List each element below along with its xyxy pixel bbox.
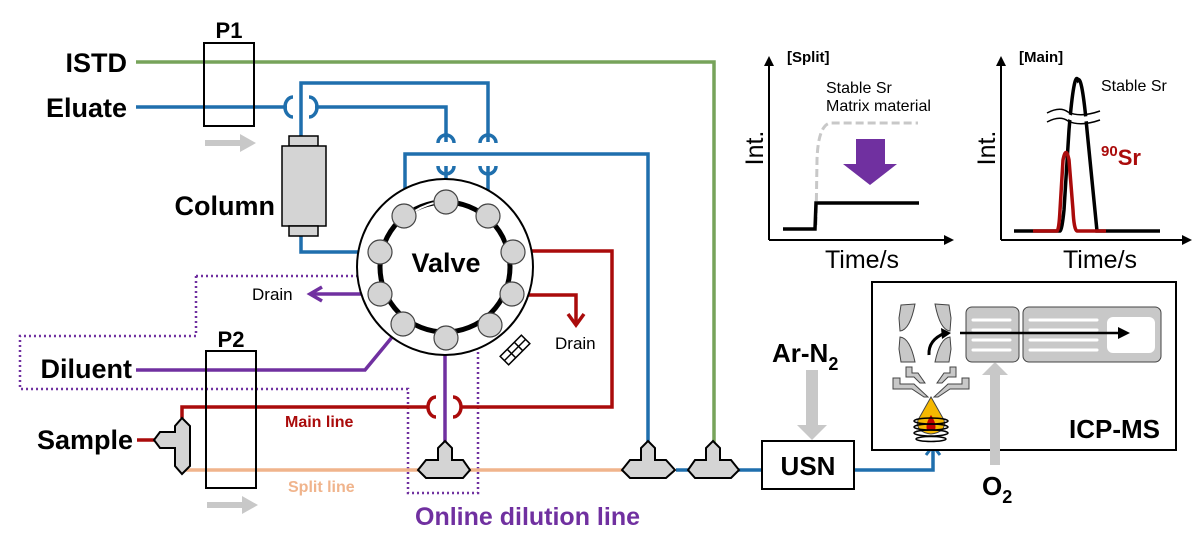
dilution-tee — [416, 439, 472, 479]
icpms-box[interactable]: ICP-MS — [871, 281, 1177, 451]
cones-icon — [892, 366, 970, 398]
valve[interactable]: Valve — [356, 178, 534, 366]
sample-label: Sample — [37, 425, 133, 455]
main-series-stable-sr — [1014, 76, 1160, 233]
istd-tee — [686, 439, 741, 479]
main-chart-title: [Main] — [1019, 49, 1063, 66]
valve-label: Valve — [411, 248, 480, 278]
istd-label: ISTD — [65, 48, 127, 78]
mass-analyzer-icon — [960, 306, 1162, 363]
pump-p2[interactable]: P2 — [205, 327, 258, 514]
valve-actuator-icon — [499, 334, 531, 366]
split-line-label: Split line — [288, 479, 355, 496]
online-dilution-label: Online dilution line — [415, 503, 640, 531]
main-chart: [Main] Stable Sr 90Sr Time/s Int. — [973, 49, 1192, 274]
icpms-label: ICP-MS — [1069, 414, 1160, 444]
o2-label: O2 — [982, 471, 1012, 507]
o2-flow-arrow-icon — [982, 362, 1008, 465]
eluate-label: Eluate — [46, 93, 127, 123]
plasma-torch-icon — [913, 395, 949, 443]
p1-label: P1 — [216, 18, 243, 43]
split-annotation-2: Matrix material — [826, 98, 931, 115]
column[interactable] — [281, 135, 327, 237]
column-label: Column — [175, 191, 276, 221]
eluate-line — [136, 81, 942, 472]
usn-label: USN — [781, 451, 836, 481]
split-line — [180, 460, 624, 472]
diluent-label: Diluent — [41, 354, 133, 384]
split-chart-title: [Split] — [787, 49, 830, 66]
main-series-90sr — [1033, 150, 1106, 233]
usn-box[interactable]: USN — [761, 440, 855, 490]
split-xlabel: Time/s — [825, 246, 899, 274]
eluate-tee — [620, 439, 677, 479]
istd-line — [136, 60, 716, 462]
p2-label: P2 — [218, 327, 245, 352]
drain-left-label: Drain — [252, 285, 293, 304]
valve-ports — [367, 189, 526, 351]
main-annotation-stable-sr: Stable Sr — [1101, 78, 1167, 95]
drain-right-label: Drain — [555, 334, 596, 353]
main-90sr-label: 90Sr — [1101, 143, 1141, 170]
pump-p1[interactable]: P1 — [203, 18, 256, 152]
main-line — [137, 249, 614, 442]
main-line-label: Main line — [285, 414, 354, 431]
diluent-line — [136, 285, 447, 456]
ar-n2-label: Ar-N2 — [772, 338, 838, 374]
main-ylabel: Int. — [973, 131, 1001, 166]
sample-tee — [152, 416, 191, 476]
split-ylabel: Int. — [741, 131, 769, 166]
quadrupole-icon — [898, 303, 952, 363]
split-series-solid — [783, 201, 919, 231]
main-xlabel: Time/s — [1063, 246, 1137, 274]
p2-direction-arrow-icon — [207, 496, 258, 514]
split-chart: [Split] Stable Sr Matrix material Time/s… — [741, 49, 954, 274]
p1-direction-arrow-icon — [205, 134, 256, 152]
split-series-dashed — [814, 121, 918, 226]
dilution-down-arrow-icon — [843, 139, 897, 185]
ar-n2-flow-arrow-icon — [797, 370, 827, 440]
split-annotation-1: Stable Sr — [826, 80, 892, 97]
